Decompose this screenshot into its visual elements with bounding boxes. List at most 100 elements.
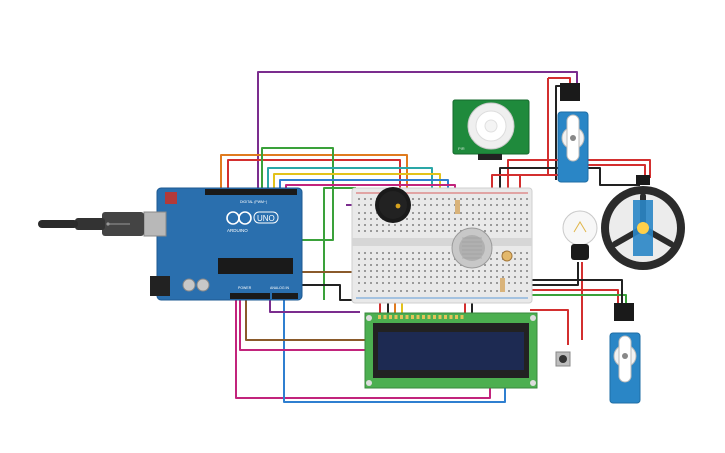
breadboard-hole (490, 198, 492, 200)
breadboard-hole (484, 212, 486, 214)
power-header-label: POWER (238, 286, 252, 290)
breadboard-hole (406, 264, 408, 266)
breadboard-hole (370, 276, 372, 278)
breadboard-hole (484, 230, 486, 232)
breadboard-hole (400, 252, 402, 254)
wire-servo-bottom-green[interactable] (520, 294, 627, 305)
breadboard-hole (418, 270, 420, 272)
breadboard-hole (412, 230, 414, 232)
breadboard-hole (418, 258, 420, 260)
wire-black-motor[interactable] (499, 167, 640, 195)
breadboard-hole (358, 198, 360, 200)
dc-motor-wheel[interactable] (601, 175, 685, 270)
analog-header-label: ANALOG IN (270, 286, 290, 290)
breadboard-hole (490, 276, 492, 278)
breadboard-hole (406, 282, 408, 284)
reset-button[interactable] (165, 192, 177, 204)
breadboard-hole (508, 198, 510, 200)
breadboard-hole (412, 204, 414, 206)
breadboard-hole (460, 276, 462, 278)
breadboard-hole (496, 230, 498, 232)
breadboard-hole (454, 276, 456, 278)
breadboard-hole (526, 218, 528, 220)
breadboard-hole (454, 230, 456, 232)
wire-servo-bottom-black[interactable] (520, 279, 623, 305)
gas-sensor[interactable] (451, 227, 493, 269)
servo-top[interactable] (557, 83, 589, 183)
breadboard-hole (526, 252, 528, 254)
breadboard-hole (424, 212, 426, 214)
arduino-uno-board[interactable]: ARDUINO UNO DIGITAL (PWM~) POWER ANALOG … (143, 187, 303, 301)
servo-bottom[interactable] (609, 303, 641, 404)
breadboard-hole (526, 282, 528, 284)
breadboard-hole (382, 290, 384, 292)
lcd-pin (433, 315, 436, 319)
breadboard-hole (388, 282, 390, 284)
resistor-1 (455, 200, 460, 214)
breadboard-hole (430, 258, 432, 260)
breadboard-hole (478, 276, 480, 278)
breadboard-hole (514, 212, 516, 214)
breadboard-hole (376, 224, 378, 226)
pushbutton[interactable] (555, 351, 571, 367)
breadboard-hole (370, 230, 372, 232)
breadboard-hole (424, 224, 426, 226)
breadboard-hole (436, 276, 438, 278)
breadboard-hole (388, 264, 390, 266)
breadboard-hole (376, 290, 378, 292)
lcd-pin (422, 315, 425, 319)
breadboard-hole (376, 264, 378, 266)
wire-red-top[interactable] (227, 159, 401, 195)
wire-magenta-bottom[interactable] (235, 300, 491, 399)
breadboard-hole (448, 204, 450, 206)
wire-red-button[interactable] (530, 309, 569, 345)
breadboard-hole (514, 270, 516, 272)
breadboard-hole (394, 224, 396, 226)
wire-magenta-mid[interactable] (239, 300, 365, 351)
breadboard-hole (406, 270, 408, 272)
breadboard-hole (442, 218, 444, 220)
breadboard-hole (460, 212, 462, 214)
breadboard-hole (382, 276, 384, 278)
breadboard-hole (502, 270, 504, 272)
breadboard-hole (526, 270, 528, 272)
breadboard-hole (400, 270, 402, 272)
breadboard-hole (466, 282, 468, 284)
breadboard-hole (514, 282, 516, 284)
wire-purple-mid[interactable] (269, 300, 360, 313)
light-bulb[interactable] (562, 210, 598, 260)
breadboard-hole (442, 258, 444, 260)
breadboard-hole (526, 204, 528, 206)
wire-green-breadboard[interactable] (323, 187, 356, 300)
breadboard-hole (412, 224, 414, 226)
breadboard-hole (412, 264, 414, 266)
breadboard-hole (358, 204, 360, 206)
breadboard-hole (526, 290, 528, 292)
breadboard-hole (466, 270, 468, 272)
breadboard-hole (412, 218, 414, 220)
piezo-buzzer[interactable] (375, 187, 411, 223)
wire-bulb-black[interactable] (520, 262, 579, 286)
wire-servo-bottom-red[interactable] (520, 289, 619, 305)
breadboard-hole (448, 230, 450, 232)
breadboard-hole (394, 230, 396, 232)
breadboard-hole (418, 198, 420, 200)
breadboard-hole (430, 276, 432, 278)
breadboard-hole (388, 258, 390, 260)
breadboard-hole (424, 264, 426, 266)
breadboard-hole (424, 290, 426, 292)
breadboard-hole (388, 224, 390, 226)
breadboard-hole (484, 204, 486, 206)
breadboard-hole (490, 290, 492, 292)
breadboard-hole (364, 270, 366, 272)
breadboard-hole (460, 204, 462, 206)
breadboard-hole (430, 270, 432, 272)
breadboard-hole (376, 218, 378, 220)
breadboard-hole (370, 270, 372, 272)
wire-brown-bottom[interactable] (245, 300, 365, 341)
resistor-2 (500, 278, 505, 292)
pir-motion-sensor[interactable]: PIR (452, 99, 530, 160)
lcd-16x2[interactable] (364, 312, 538, 389)
breadboard-hole (412, 282, 414, 284)
breadboard-hole (412, 252, 414, 254)
